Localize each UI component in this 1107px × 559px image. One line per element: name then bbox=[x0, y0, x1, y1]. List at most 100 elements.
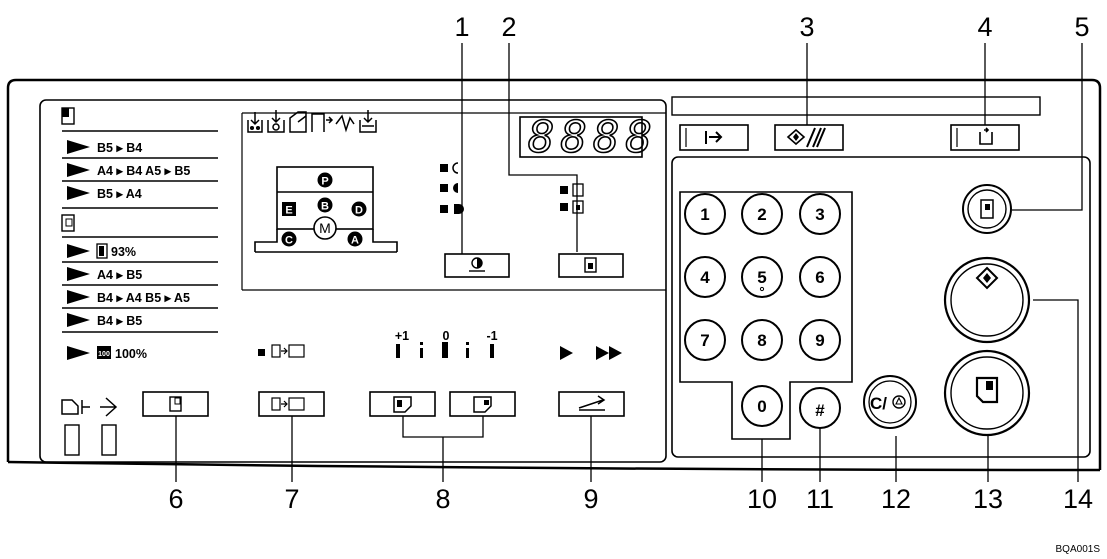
key-label: 9 bbox=[815, 331, 824, 350]
status-icons bbox=[247, 110, 377, 133]
scale-0: 0 bbox=[443, 329, 450, 343]
key-3[interactable]: 3 bbox=[799, 193, 841, 235]
tray-letter-p: P bbox=[317, 172, 333, 188]
interrupt-button[interactable] bbox=[679, 124, 749, 151]
key-1[interactable]: 1 bbox=[684, 193, 726, 235]
hash-key-label: # bbox=[815, 401, 825, 420]
original-type-button[interactable] bbox=[558, 253, 624, 278]
paper-icon bbox=[289, 111, 307, 133]
key-9[interactable]: 9 bbox=[799, 319, 841, 361]
reduce-icon bbox=[61, 214, 75, 232]
image-position-scale: +1 0 -1 bbox=[395, 329, 498, 358]
callout-6: 6 bbox=[168, 484, 183, 514]
enlarge-label: A4 ▸ B4 A5 ▸ B5 bbox=[97, 164, 190, 178]
callout-11: 11 bbox=[806, 484, 834, 514]
callout-numbers: 1 2 3 4 5 6 7 8 9 10 11 12 13 14 bbox=[168, 12, 1093, 514]
reduce-label: B4 ▸ A4 B5 ▸ A5 bbox=[97, 291, 190, 305]
enlarge-row: B5 ▸ B4 bbox=[62, 140, 218, 159]
toner-icon bbox=[267, 110, 285, 133]
image-density-button[interactable] bbox=[444, 253, 510, 278]
scale-minus-1: -1 bbox=[486, 329, 497, 343]
key-label: 6 bbox=[815, 268, 824, 287]
callout-3: 3 bbox=[799, 12, 814, 42]
full-size-label: 100% bbox=[115, 347, 147, 361]
key-5[interactable]: 5 bbox=[741, 256, 783, 298]
enlarge-label: B5 ▸ B4 bbox=[97, 141, 142, 155]
svg-text:E: E bbox=[285, 205, 292, 217]
callout-2: 2 bbox=[501, 12, 516, 42]
key-4[interactable]: 4 bbox=[684, 256, 726, 298]
reduce-row: B4 ▸ B5 bbox=[67, 313, 142, 328]
speed-button[interactable] bbox=[558, 391, 625, 417]
tray-letter-m: M bbox=[313, 216, 337, 240]
reduce-label: B4 ▸ B5 bbox=[97, 314, 142, 328]
keypad: 1 2 3 4 5 6 7 8 9 0 bbox=[684, 193, 841, 427]
enlarge-list: B5 ▸ B4 A4 ▸ B4 A5 ▸ B5 B5 ▸ A4 bbox=[62, 140, 218, 201]
key-label: 2 bbox=[757, 205, 766, 224]
enlarge-row: A4 ▸ B4 A5 ▸ B5 bbox=[62, 163, 218, 182]
svg-text:B: B bbox=[321, 201, 329, 213]
density-indicators bbox=[440, 162, 464, 214]
key-2[interactable]: 2 bbox=[741, 193, 783, 235]
reduce-row: A4 ▸ B5 bbox=[62, 267, 218, 286]
enlarge-label: B5 ▸ A4 bbox=[97, 187, 142, 201]
paper-feed-icon bbox=[100, 397, 118, 417]
clear-stop-label: C/ bbox=[870, 394, 887, 413]
tray-letter-c: C bbox=[281, 231, 297, 247]
reduce-row: B4 ▸ A4 B5 ▸ A5 bbox=[62, 290, 218, 309]
svg-text:C: C bbox=[285, 235, 293, 247]
start-button[interactable] bbox=[943, 256, 1031, 344]
reduce-row: 93% bbox=[62, 243, 218, 263]
tray-letter-b: B bbox=[317, 197, 333, 213]
combine-indicator bbox=[258, 344, 305, 358]
reduce-label: A4 ▸ B5 bbox=[97, 268, 142, 282]
key-label: 7 bbox=[700, 331, 709, 350]
keypad-outline bbox=[679, 191, 853, 440]
callout-2-leader bbox=[508, 43, 578, 252]
callout-8: 8 bbox=[435, 484, 450, 514]
key-7[interactable]: 7 bbox=[684, 319, 726, 361]
callout-7: 7 bbox=[284, 484, 299, 514]
hash-key[interactable]: # bbox=[799, 387, 841, 429]
svg-text:A: A bbox=[351, 235, 359, 247]
svg-text:D: D bbox=[355, 205, 363, 217]
key-label: 1 bbox=[700, 205, 709, 224]
key-6[interactable]: 6 bbox=[799, 256, 841, 298]
counter-digits: 8888 bbox=[528, 112, 658, 163]
tray-letter-e: E bbox=[282, 202, 296, 217]
clear-modes-button[interactable] bbox=[774, 124, 844, 151]
panel-feet bbox=[64, 424, 117, 456]
full-size-row: 100 100% bbox=[67, 346, 147, 361]
tray-icon bbox=[359, 110, 377, 133]
reduce-percent-icon bbox=[96, 243, 108, 259]
key-label: 0 bbox=[757, 397, 766, 416]
combine-button[interactable] bbox=[258, 391, 325, 417]
key-0[interactable]: 0 bbox=[741, 385, 783, 427]
key-8[interactable]: 8 bbox=[741, 319, 783, 361]
callout-1: 1 bbox=[454, 12, 469, 42]
panel-frame bbox=[6, 78, 1102, 472]
enlarge-row: B5 ▸ A4 bbox=[67, 186, 142, 201]
image-shift-right-button[interactable] bbox=[449, 391, 516, 417]
clear-stop-button[interactable]: C/ bbox=[863, 375, 917, 429]
sort-status-icon bbox=[61, 399, 90, 415]
callout-12: 12 bbox=[881, 484, 911, 514]
image-shift-left-button[interactable] bbox=[369, 391, 436, 417]
enlarge-icon bbox=[61, 107, 75, 125]
waste-toner-icon bbox=[335, 114, 355, 133]
callout-5: 5 bbox=[1074, 12, 1089, 42]
reduce-label: 93% bbox=[111, 245, 136, 259]
key-label: 5 bbox=[757, 268, 766, 287]
misfeed-icon bbox=[247, 112, 263, 133]
energy-saver-button[interactable] bbox=[950, 124, 1020, 151]
scale-plus-1: +1 bbox=[395, 329, 409, 343]
svg-text:M: M bbox=[319, 220, 331, 236]
program-button[interactable] bbox=[943, 349, 1031, 437]
reduce-enlarge-button[interactable] bbox=[142, 391, 209, 417]
full-size-badge: 100 bbox=[98, 351, 110, 358]
callout-9: 9 bbox=[583, 484, 598, 514]
door-open-icon bbox=[311, 113, 334, 132]
callout-13: 13 bbox=[973, 484, 1003, 514]
auto-reset-button[interactable] bbox=[962, 184, 1012, 234]
